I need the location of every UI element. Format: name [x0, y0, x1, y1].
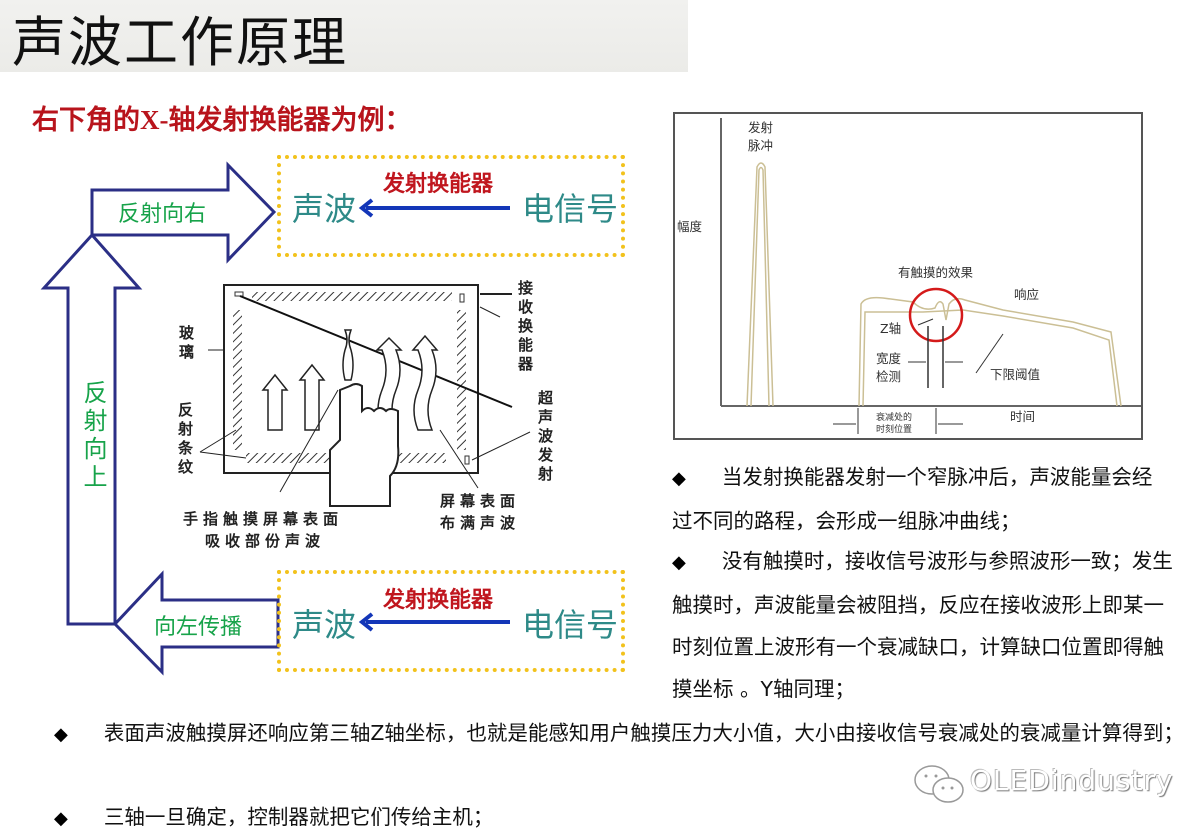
arrow-up-label: 反射向上 [79, 380, 107, 492]
width-detect-label-1: 宽度 [876, 351, 902, 366]
bottom-transducer-box [277, 570, 625, 672]
slide-subtitle: 右下角的X-轴发射换能器为例： [32, 105, 412, 135]
watermark-text: OLEDindustry [970, 764, 1174, 797]
lower-threshold-label: 下限阈值 [990, 367, 1041, 382]
title-bar [0, 0, 688, 72]
ultrasonic-emit-label: 超声波发射 [536, 390, 554, 485]
bottom-bullet-2: ◆ 三轴一旦确定，控制器就把它们传给主机； [54, 796, 1154, 840]
hand-icon [329, 383, 400, 507]
bullet-diamond-icon: ◆ [672, 468, 686, 489]
top-transducer-label: 发射换能器 [383, 172, 494, 197]
bullet-diamond-icon: ◆ [54, 808, 68, 829]
bottom-transducer-label: 发射换能器 [383, 588, 494, 613]
pulse-label-2: 脉冲 [748, 138, 774, 153]
surface-full-label-2: 布满声波 [440, 514, 521, 532]
slide-title: 声波工作原理 [12, 11, 348, 74]
bullet-diamond-icon: ◆ [54, 724, 68, 745]
wechat-icon [914, 765, 964, 803]
right-bullet-1: ◆当发射换能器发射一个窄脉冲后，声波能量会经过不同的路程，会形成一组脉冲曲线； [672, 456, 1172, 542]
top-transducer-box [277, 155, 625, 257]
pulse-label-1: 发射 [748, 120, 774, 135]
finger-absorb-label-1: 手指触摸屏幕表面 [183, 510, 344, 528]
bottom-bullet-1-text: 表面声波触摸屏还响应第三轴Z轴坐标，也就是能感知用户触摸压力大小值，大小由接收信… [103, 721, 1184, 745]
finger-absorb-label-2: 吸收部份声波 [205, 532, 326, 550]
arrow-left-label: 向左传播 [154, 615, 243, 640]
bottom-bullet-1: ◆ 表面声波触摸屏还响应第三轴Z轴坐标，也就是能感知用户触摸压力大小值，大小由接收… [54, 712, 1194, 756]
receive-transducer-label: 接收换能器 [516, 280, 534, 375]
bullet-diamond-icon: ◆ [672, 552, 686, 573]
arrow-up-shape [40, 232, 143, 626]
arrow-right-label: 反射向右 [118, 202, 207, 227]
chart-xlabel: 时间 [1010, 409, 1036, 424]
response-label: 响应 [1014, 287, 1040, 302]
reflect-stripes-label: 反射条纹 [176, 402, 194, 478]
chart-ylabel: 幅度 [677, 219, 703, 234]
touchscreen-diagram [199, 284, 531, 507]
top-sound-wave-label: 声波 [292, 190, 357, 228]
flow-arrows [40, 161, 280, 676]
touch-notch-circle [908, 287, 964, 343]
bottom-signal-arrow-icon [358, 612, 510, 632]
width-detect-label-2: 检测 [876, 369, 902, 384]
touch-effect-label: 有触摸的效果 [898, 265, 974, 280]
right-bullet-2: ◆没有触摸时，接收信号波形与参照波形一致；发生触摸时，声波能量会被阻挡，反应在接… [672, 540, 1182, 710]
bottom-bullet-2-text: 三轴一旦确定，控制器就把它们传给主机； [103, 805, 494, 829]
top-signal-arrow-icon [358, 198, 510, 218]
arrow-right-shape [90, 161, 277, 264]
top-electric-signal-label: 电信号 [522, 190, 619, 228]
attenuation-pos-label-1: 衰减处的 [876, 413, 913, 423]
glass-label: 玻璃 [177, 325, 195, 363]
z-axis-label: Z轴 [880, 321, 902, 336]
right-bullet-1-text: 当发射换能器发射一个窄脉冲后，声波能量会经过不同的路程，会形成一组脉冲曲线； [672, 465, 1153, 533]
bottom-electric-signal-label: 电信号 [522, 606, 619, 644]
right-bullet-2-text: 没有触摸时，接收信号波形与参照波形一致；发生触摸时，声波能量会被阻挡，反应在接收… [672, 549, 1173, 701]
surface-full-label-1: 屏幕表面 [440, 492, 521, 510]
waveform-plot [720, 118, 1141, 434]
bottom-sound-wave-label: 声波 [292, 606, 357, 644]
attenuation-pos-label-2: 时刻位置 [876, 425, 913, 435]
